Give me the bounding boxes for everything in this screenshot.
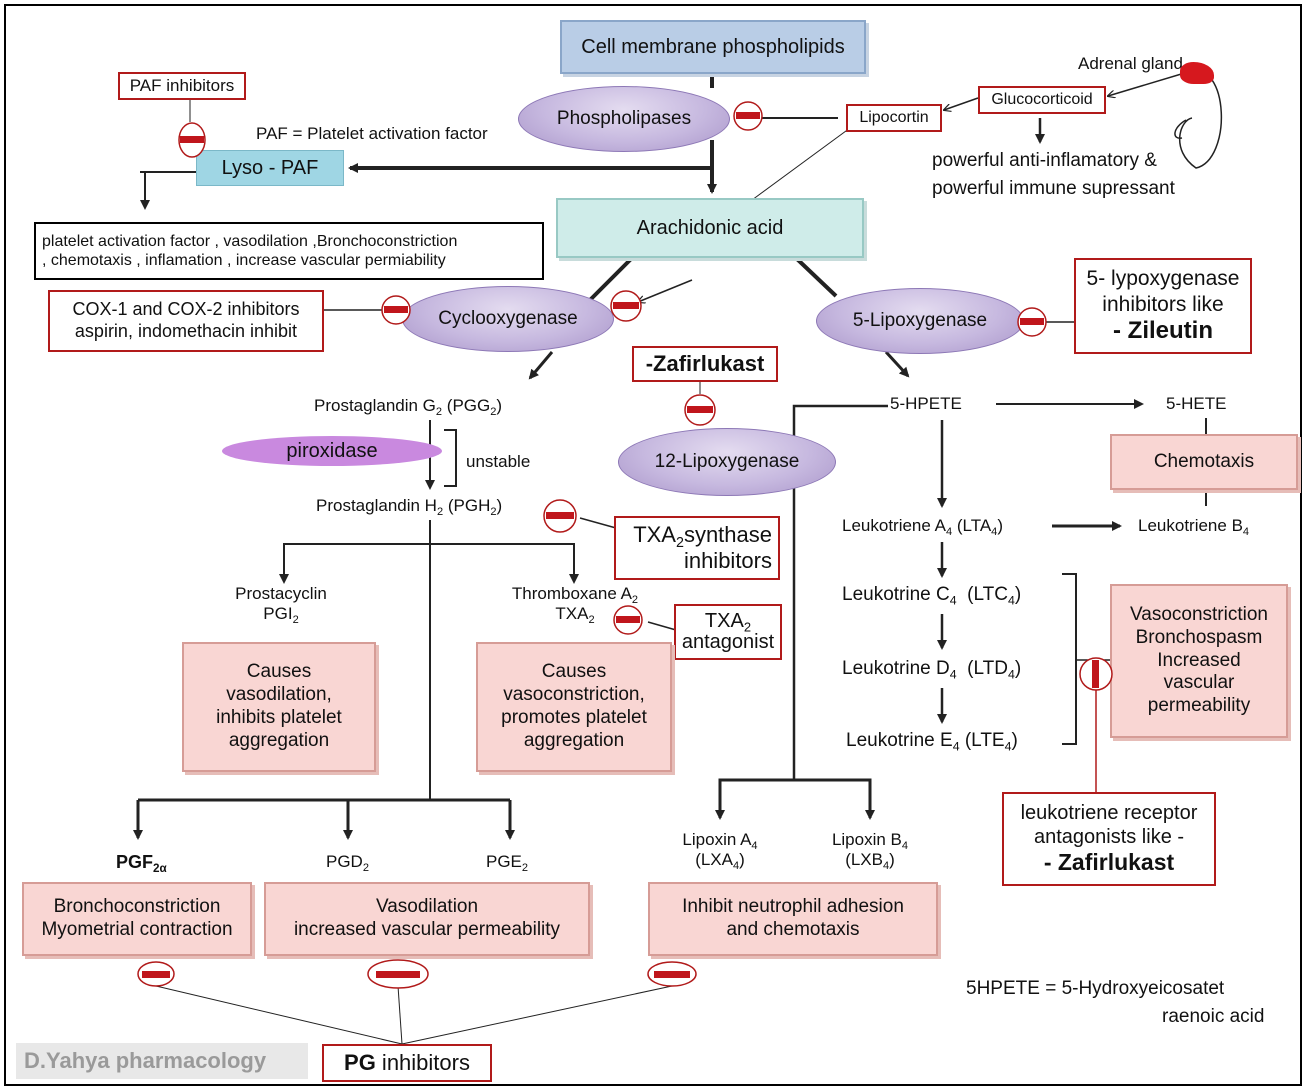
- ltd4-label: Leukotrine D4 (LTD4): [842, 658, 1022, 682]
- 5-hete-label: 5-HETE: [1166, 394, 1227, 413]
- pge2-label: PGE2: [486, 852, 529, 874]
- 12-lipoxygenase-label: 12-Lipoxygenase: [654, 451, 800, 472]
- paf-inhibitors-label: PAF inhibitors: [129, 75, 235, 95]
- cyclooxygenase-label: Cyclooxygenase: [438, 308, 578, 329]
- diagram-frame: [4, 4, 1302, 1086]
- txa2-antagonist-line2: antagonist: [681, 631, 775, 653]
- ltb4-label: Leukotriene B4: [1138, 516, 1250, 538]
- unstable-label: unstable: [466, 452, 531, 471]
- lipoxin-b4-label: Lipoxin B4(LXB4): [831, 830, 909, 872]
- ltc4-label: Leukotrine C4 (LTC4): [842, 584, 1022, 608]
- arachidonic-acid-label: Arachidonic acid: [636, 217, 784, 239]
- cell-membrane-label: Cell membrane phospholipids: [581, 36, 845, 58]
- txa2-antagonist-line1: TXA2: [704, 610, 752, 635]
- adrenal-gland-label: Adrenal gland: [1078, 54, 1183, 73]
- pgh2-label: Prostaglandin H2 (PGH2): [316, 496, 503, 518]
- cox-inhibitors-line1: COX-1 and COX-2 inhibitors: [72, 299, 300, 320]
- glucocorticoid-effect-line2: powerful immune supressant: [932, 178, 1175, 199]
- glucocorticoid-label: Glucocorticoid: [991, 91, 1093, 109]
- paf-inhibitors-box: PAF inhibitors: [118, 72, 246, 100]
- zafirlukast-12lox-box: -Zafirlukast: [632, 346, 778, 382]
- 5-lipoxygenase-label: 5-Lipoxygenase: [852, 310, 988, 331]
- piroxidase-label: piroxidase: [286, 439, 378, 462]
- txa2-antagonist-box: TXA2 antagonist: [674, 604, 782, 660]
- txa2-synthase-inhibitors-box: TXA2synthase inhibitors: [614, 516, 780, 580]
- chemotaxis-label: Chemotaxis: [1153, 450, 1255, 472]
- cyclooxygenase-enzyme: Cyclooxygenase: [402, 286, 614, 352]
- phospholipases-label: Phospholipases: [556, 108, 692, 129]
- txa2-synthase-line2: inhibitors: [683, 548, 772, 573]
- phospholipases-enzyme: Phospholipases: [518, 86, 730, 152]
- glucocorticoid-effect-line1: powerful anti-inflamatory &: [932, 150, 1157, 171]
- chemotaxis-box: Chemotaxis: [1110, 434, 1298, 490]
- adrenal-gland-icon: [1180, 62, 1214, 84]
- paf-effects-line1: platelet activation factor , vasodilatio…: [42, 232, 458, 250]
- lyso-paf-box: Lyso - PAF: [196, 150, 344, 186]
- arachidonic-acid-box: Arachidonic acid: [556, 198, 864, 258]
- zafirlukast-12lox-label: -Zafirlukast: [645, 350, 765, 376]
- txa2-synthase-line1: TXA2synthase: [633, 521, 772, 551]
- cell-membrane-phospholipids-box: Cell membrane phospholipids: [560, 20, 866, 74]
- pgg2-label: Prostaglandin G2 (PGG2): [314, 396, 503, 418]
- 12-lipoxygenase-enzyme: 12-Lipoxygenase: [618, 428, 836, 496]
- pgf2a-label: PGF2α: [116, 852, 167, 876]
- lipocortin-label: Lipocortin: [859, 109, 929, 127]
- pgd2-label: PGD2: [326, 852, 369, 874]
- 5-hpete-label: 5-HPETE: [890, 394, 962, 413]
- cox-inhibitors-line2: aspirin, indomethacin inhibit: [74, 321, 298, 341]
- hpete-definition-line1: 5HPETE = 5-Hydroxyeicosatet: [966, 978, 1225, 999]
- lipocortin-box: Lipocortin: [846, 104, 942, 132]
- paf-effects-box: platelet activation factor , vasodilatio…: [34, 222, 544, 280]
- author-watermark: D.Yahya pharmacology: [16, 1043, 308, 1079]
- paf-effects-line2: , chemotaxis , inflamation , increase va…: [42, 252, 446, 269]
- glucocorticoid-box: Glucocorticoid: [978, 86, 1106, 114]
- cox-inhibitors-box: COX-1 and COX-2 inhibitors aspirin, indo…: [48, 290, 324, 352]
- pg-inhibitors-box: PG inhibitors: [322, 1044, 492, 1082]
- paf-definition: PAF = Platelet activation factor: [256, 124, 488, 143]
- lyso-paf-label: Lyso - PAF: [221, 157, 319, 179]
- 5-lipoxygenase-enzyme: 5-Lipoxygenase: [816, 288, 1024, 354]
- piroxidase-enzyme: piroxidase: [222, 436, 442, 466]
- hpete-definition-line2: raenoic acid: [1162, 1006, 1265, 1027]
- lta4-label: Leukotriene A4 (LTA4): [842, 516, 1003, 538]
- lipoxin-a4-label: Lipoxin A4(LXA4): [682, 830, 758, 872]
- lte4-label: Leukotrine E4 (LTE4): [846, 730, 1018, 754]
